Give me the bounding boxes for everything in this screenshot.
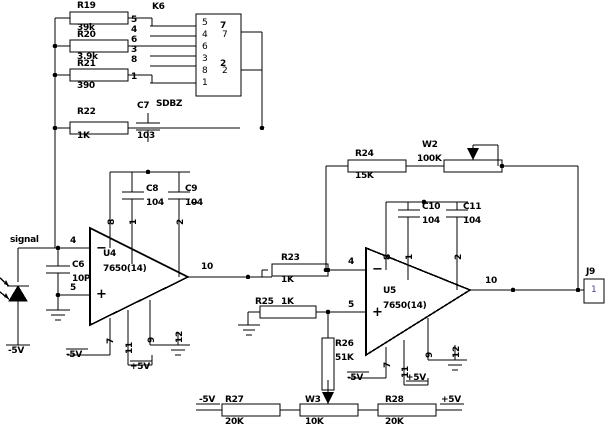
k6-left-pin-4: 3	[131, 45, 137, 55]
u4-cap-pin-8: 8	[107, 219, 117, 225]
capacitor-c6-value: 10P	[72, 274, 91, 284]
u5-pin-out: 10	[485, 276, 497, 286]
capacitor-c9-ref: C9	[185, 184, 198, 194]
k6-ref: K6	[152, 2, 165, 12]
rail-divider-neg: -5V	[199, 395, 216, 405]
u4-gnd-pin-12: 12	[175, 331, 185, 343]
u4-pin-vpos: 11	[125, 342, 135, 354]
k6-inner-pin-4: 3	[202, 54, 208, 64]
k6-inner-pin-2: 4	[202, 30, 208, 40]
resistor-r23-value: 1K	[281, 275, 294, 285]
resistor-r26-ref: R26	[335, 339, 354, 349]
u5-cap-pin-2: 2	[454, 254, 464, 260]
resistor-r22-value: 1K	[77, 131, 90, 141]
u5-gnd-pin-9: 9	[425, 352, 435, 358]
capacitor-c9-value: 104	[185, 198, 203, 208]
resistor-r24-ref: R24	[355, 149, 374, 159]
pot-w3-value: 10K	[305, 417, 324, 427]
k6-type: SDBZ	[156, 99, 183, 109]
u4-part: 7650(14)	[103, 264, 147, 274]
capacitor-c10-ref: C10	[422, 202, 441, 212]
capacitor-c10-value: 104	[422, 216, 440, 226]
k6-left-pin-2: 4	[131, 25, 137, 35]
u4-noninverting-sign: +	[96, 287, 107, 302]
rail-divider-pos: +5V	[441, 395, 461, 405]
capacitor-c6-ref: C6	[72, 260, 85, 270]
resistor-r21-value: 390	[77, 81, 95, 91]
k6-inner-pin-5: 8	[202, 66, 208, 76]
k6-right-pin-2: 2	[220, 59, 226, 69]
resistor-r19-ref: R19	[77, 1, 96, 11]
capacitor-c11-ref: C11	[463, 202, 482, 212]
u4-inverting-sign: −	[96, 241, 107, 256]
k6-inner-pin-7: 7	[222, 30, 228, 40]
u5-part: 7650(14)	[383, 301, 427, 311]
signal-label: signal	[10, 235, 39, 245]
u5-ref: U5	[383, 286, 396, 296]
k6-left-pin-3: 6	[131, 35, 137, 45]
resistor-r28-value: 20K	[385, 417, 404, 427]
resistor-r25-value: 1K	[281, 297, 294, 307]
capacitor-c8-value: 104	[146, 198, 164, 208]
resistor-r26-value: 51K	[335, 353, 354, 363]
resistor-r27-ref: R27	[225, 395, 244, 405]
j9-ref: J9	[586, 267, 596, 277]
k6-left-pin-1: 5	[131, 15, 137, 25]
capacitor-c7-ref: C7	[137, 101, 150, 111]
pot-w2-ref: W2	[422, 140, 438, 150]
k6-inner-pin-3: 6	[202, 42, 208, 52]
u4-pin-plus: 5	[70, 283, 76, 293]
rail-u4-pos: +5V	[130, 362, 150, 372]
u4-pin-out: 10	[201, 262, 213, 272]
capacitor-c8-ref: C8	[146, 184, 159, 194]
resistor-r28-ref: R28	[385, 395, 404, 405]
u5-pin-plus: 5	[348, 300, 354, 310]
resistor-r20-value: 3.9k	[77, 52, 98, 62]
u5-cap-pin-8: 8	[383, 254, 393, 260]
u4-pin-vneg: 7	[106, 338, 116, 344]
resistor-r20-ref: R20	[77, 30, 96, 40]
j9-pin: 1	[591, 285, 597, 295]
capacitor-c11-value: 104	[463, 216, 481, 226]
resistor-r22-ref: R22	[77, 107, 96, 117]
rail-diode-neg: -5V	[8, 346, 25, 356]
resistor-r27-value: 20K	[225, 417, 244, 427]
u5-cap-pin-1: 1	[405, 254, 415, 260]
k6-right-pin-7: 7	[220, 21, 226, 31]
k6-inner-pin-1: 5	[202, 18, 208, 28]
u5-inverting-sign: −	[372, 262, 383, 277]
u5-noninverting-sign: +	[372, 305, 383, 320]
rail-u5-neg: -5V	[347, 373, 364, 383]
u5-pin-minus: 4	[348, 257, 354, 267]
k6-left-pin-5: 8	[131, 55, 137, 65]
rail-u5-pos: +5V	[406, 373, 426, 383]
resistor-r19-value: 39k	[77, 23, 95, 33]
u4-ref: U4	[103, 249, 116, 259]
pot-w2-value: 100K	[417, 154, 442, 164]
resistor-r24-value: 15K	[355, 171, 374, 181]
u4-cap-pin-2: 2	[176, 219, 186, 225]
capacitor-c7-value: 103	[137, 131, 155, 141]
u4-pin-minus: 4	[70, 236, 76, 246]
u4-gnd-pin-9: 9	[147, 337, 157, 343]
resistor-r21-ref: R21	[77, 59, 96, 69]
u5-pin-vneg: 7	[383, 362, 393, 368]
resistor-r25-ref: R25	[255, 297, 274, 307]
u4-cap-pin-1: 1	[129, 219, 139, 225]
rail-u4-neg: -5V	[66, 350, 83, 360]
pot-w3-ref: W3	[305, 395, 321, 405]
resistor-r23-ref: R23	[281, 253, 300, 263]
k6-inner-pin-8: 2	[222, 66, 228, 76]
k6-left-pin-6: 1	[131, 72, 137, 82]
u5-gnd-pin-12: 12	[452, 346, 462, 358]
k6-inner-pin-6: 1	[202, 78, 208, 88]
